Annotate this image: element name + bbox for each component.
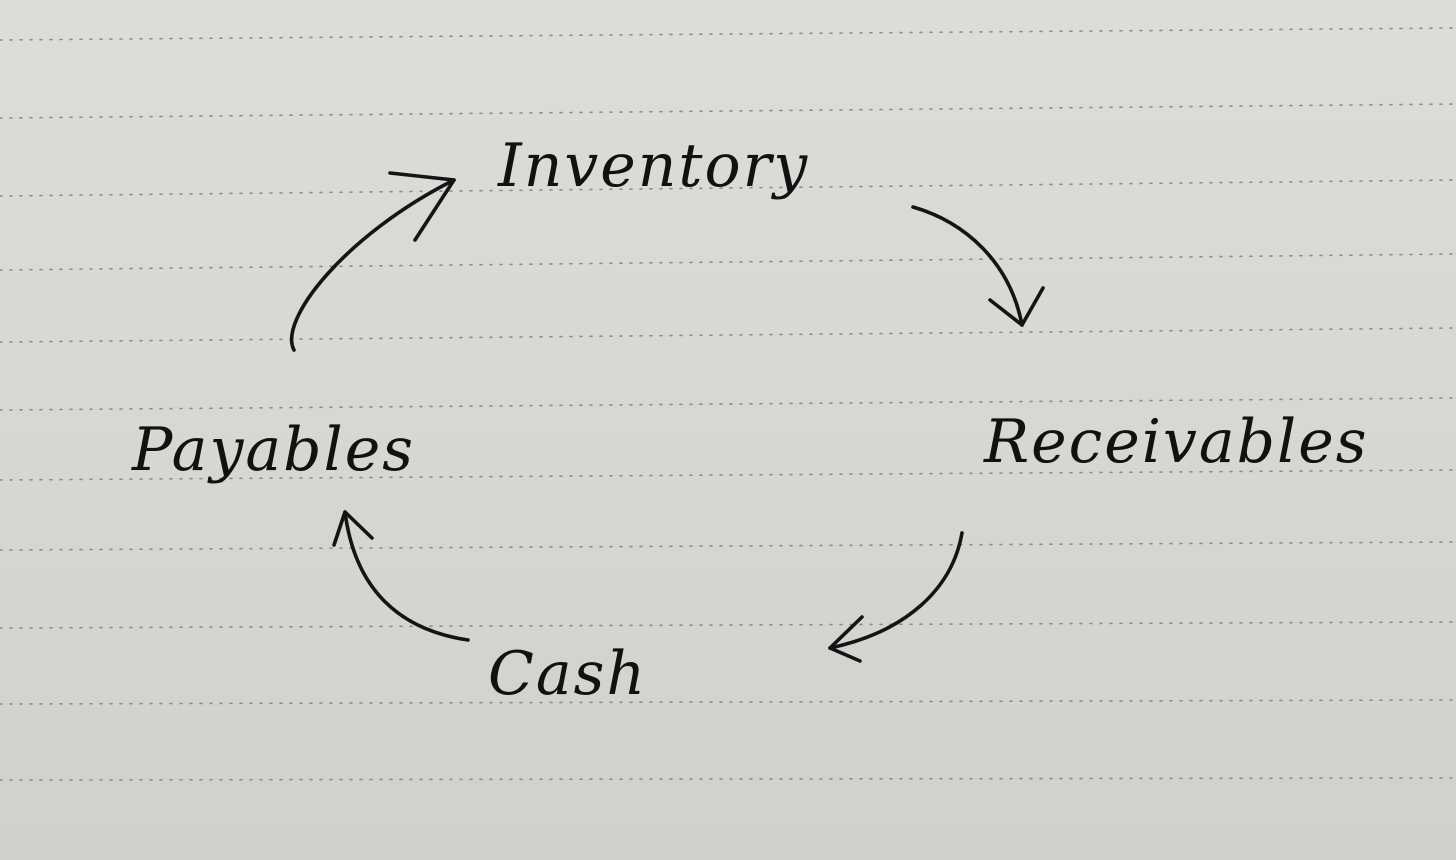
rule-line — [0, 621, 1456, 629]
arrow-shaft — [911, 205, 1024, 327]
rule-line — [0, 397, 1456, 411]
arrow-payables-to-inventory — [289, 171, 456, 352]
arrow-head — [388, 171, 456, 242]
arrow-head — [988, 286, 1045, 327]
rule-line — [0, 541, 1456, 551]
node-receivables: Receivables — [983, 407, 1369, 477]
arrow-head — [828, 615, 864, 663]
arrow-cash-to-payables — [332, 510, 470, 642]
rule-line — [0, 699, 1456, 705]
node-inventory: Inventory — [497, 131, 809, 201]
arrow-shaft — [289, 178, 456, 352]
rule-line — [0, 777, 1456, 781]
node-payables: Payables — [131, 415, 415, 485]
rule-line — [0, 469, 1456, 481]
rule-line — [0, 179, 1456, 197]
arrow-receivables-to-cash — [828, 531, 964, 663]
node-cash: Cash — [488, 639, 647, 709]
rule-line — [0, 103, 1456, 119]
arrow-shaft — [828, 531, 964, 650]
arrow-inventory-to-receivables — [911, 205, 1045, 327]
rule-line — [0, 253, 1456, 271]
rule-line — [0, 327, 1456, 343]
rule-line — [0, 27, 1456, 41]
arrow-shaft — [343, 510, 470, 642]
rule-lines — [0, 27, 1456, 781]
arrow-head — [332, 510, 374, 547]
